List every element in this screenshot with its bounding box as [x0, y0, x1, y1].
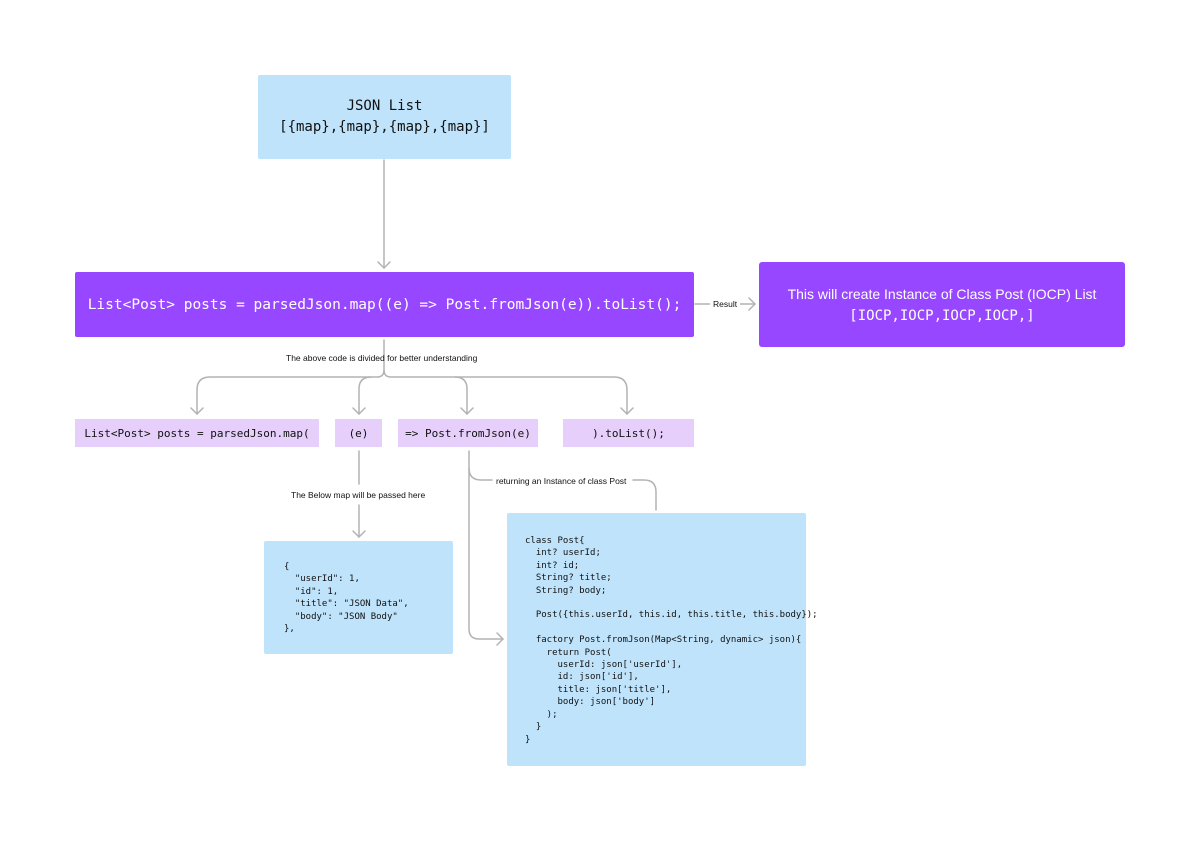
- main-code-text: List<Post> posts = parsedJson.map((e) =>…: [87, 296, 682, 313]
- result-line-1: This will create Instance of Class Post …: [787, 285, 1097, 302]
- map-code-line: {: [284, 562, 290, 572]
- class-code-line: [525, 597, 806, 609]
- map-code-line: "body": "JSON Body": [284, 611, 398, 622]
- class-code-line: userId: json['userId'],: [525, 660, 683, 671]
- class-code-line: }: [525, 722, 542, 733]
- class-code-line: }: [525, 734, 531, 745]
- json-list-box: JSON List [{map},{map},{map},{map}]: [258, 75, 511, 159]
- json-list-content: [{map},{map},{map},{map}]: [279, 119, 490, 135]
- result-line-2: [IOCP,IOCP,IOCP,IOCP,]: [849, 307, 1035, 324]
- post-class-box: class Post{ int? userId; int? id; String…: [507, 513, 818, 766]
- class-code-line: String? body;: [525, 585, 607, 596]
- class-code-line: body: json['body']: [525, 697, 656, 708]
- result-label: Result: [710, 299, 741, 309]
- class-code-line: factory Post.fromJson(Map<String, dynami…: [525, 635, 802, 646]
- class-code-line: int? userId;: [525, 548, 601, 559]
- main-code-box: List<Post> posts = parsedJson.map((e) =>…: [75, 272, 694, 337]
- map-code-line: "id": 1,: [284, 586, 339, 597]
- map-code-line: },: [284, 624, 295, 635]
- class-code-line: class Post{: [525, 536, 585, 546]
- map-code-line: "userId": 1,: [284, 574, 360, 585]
- class-code-line: [525, 622, 806, 634]
- code-part-map: List<Post> posts = parsedJson.map(: [75, 419, 319, 447]
- divided-label: The above code is divided for better und…: [286, 353, 478, 363]
- class-code-line: title: json['title'],: [525, 684, 672, 695]
- class-code-line: int? id;: [525, 560, 580, 571]
- json-list-title: JSON List: [346, 98, 423, 114]
- code-part-fromjson: => Post.fromJson(e): [398, 419, 538, 447]
- returning-instance-label: returning an Instance of class Post: [496, 476, 627, 486]
- class-code-line: id: json['id'],: [525, 672, 639, 683]
- class-code-line: Post({this.userId, this.id, this.title, …: [525, 610, 818, 621]
- class-code-line: );: [525, 709, 558, 720]
- below-map-label: The Below map will be passed here: [291, 490, 426, 500]
- code-part-tolist: ).toList();: [563, 419, 694, 447]
- result-box: This will create Instance of Class Post …: [759, 262, 1125, 347]
- code-part-param: (e): [335, 419, 382, 447]
- json-map-box: { "userId": 1, "id": 1, "title": "JSON D…: [264, 541, 453, 654]
- map-code-line: "title": "JSON Data",: [284, 599, 409, 610]
- class-code-line: return Post(: [525, 647, 612, 658]
- class-code-line: String? title;: [525, 573, 612, 584]
